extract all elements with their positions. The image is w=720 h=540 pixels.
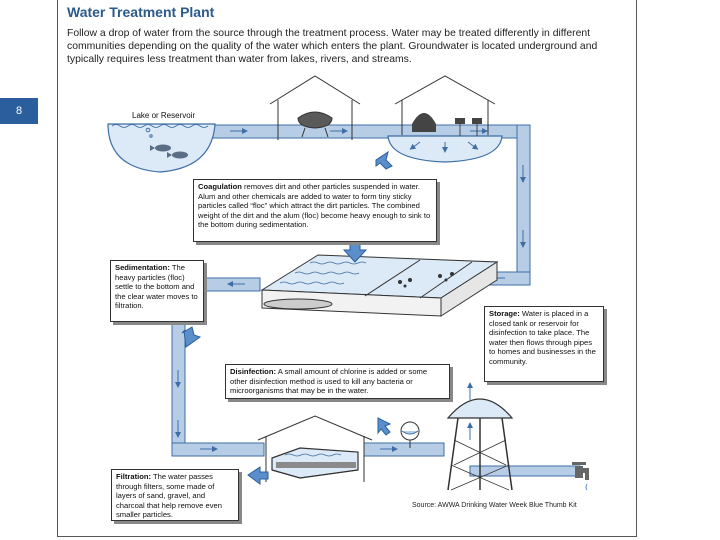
disinfection-pointer-arrow xyxy=(377,417,392,436)
storage-heading: Storage: xyxy=(489,309,520,318)
filtration-pointer-arrow xyxy=(247,466,269,485)
storage-text: Water is placed in a closed tank or rese… xyxy=(489,309,596,366)
disinfection-text: A small amount of chlorine is added or s… xyxy=(230,367,428,396)
flow-arrows xyxy=(175,128,526,452)
coagulation-heading: Coagulation xyxy=(198,182,242,191)
pipe-to-filter xyxy=(171,442,265,457)
pipe-filter-out xyxy=(363,442,445,457)
source-credit: Source: AWWA Drinking Water Week Blue Th… xyxy=(412,502,577,509)
water-tower-icon xyxy=(446,398,514,491)
filtration-text: The water passes through filters, some m… xyxy=(116,472,222,520)
disinfection-box: Disinfection: A small amount of chlorine… xyxy=(225,364,450,399)
storage-box: Storage: Water is placed in a closed tan… xyxy=(484,306,604,382)
sedimentation-heading: Sedimentation: xyxy=(115,263,170,272)
sedimentation-side-arrow xyxy=(181,326,202,348)
chlorine-dispenser-icon xyxy=(400,421,420,448)
coagulation-text: removes dirt and other particles suspend… xyxy=(198,182,431,230)
coagulation-box: Coagulation removes dirt and other parti… xyxy=(193,179,437,242)
fish-icon xyxy=(150,144,188,159)
coagulation-building xyxy=(269,75,361,140)
pipe-right-down xyxy=(516,124,531,286)
page-title: Water Treatment Plant xyxy=(67,4,215,20)
lake-label: Lake or Reservoir xyxy=(132,111,195,120)
sedimentation-text: The heavy particles (floc) settle to the… xyxy=(115,263,198,311)
disinfection-heading: Disinfection: xyxy=(230,367,276,376)
faucet-icon xyxy=(572,462,589,491)
pipe-network xyxy=(171,124,581,477)
filtration-building xyxy=(257,415,373,482)
filtration-heading: Filtration: xyxy=(116,472,152,481)
page-number-badge: 8 xyxy=(0,98,38,124)
lake-reservoir xyxy=(107,123,216,173)
sedimentation-box: Sedimentation: The heavy particles (floc… xyxy=(110,260,204,322)
filtration-box: Filtration: The water passes through fil… xyxy=(111,469,239,521)
flocculation-building xyxy=(387,75,503,163)
sedimentation-basin xyxy=(260,254,499,317)
intro-paragraph: Follow a drop of water from the source t… xyxy=(67,28,598,66)
coagulation-pointer-arrow xyxy=(375,150,393,170)
